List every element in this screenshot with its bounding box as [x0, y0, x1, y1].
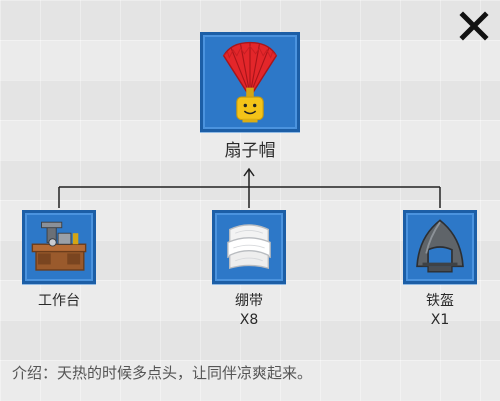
workbench-icon	[31, 221, 87, 271]
ingredient-slot-iron-helmet[interactable]	[403, 210, 477, 284]
close-icon	[459, 11, 489, 41]
iron-helmet-icon	[416, 219, 464, 273]
ingredient-slot-bandage[interactable]	[212, 210, 286, 284]
ingredient-name-workbench: 工作台	[38, 293, 80, 309]
ingredient-name-bandage: 绷带	[235, 293, 263, 309]
item-description: 介绍：天热的时候多点头，让同伴凉爽起来。	[12, 364, 313, 382]
result-name: 扇子帽	[224, 141, 276, 161]
ingredient-slot-workbench[interactable]	[22, 210, 96, 284]
fan-hat-icon	[222, 41, 278, 123]
ingredient-quantity-iron-helmet: X1	[430, 312, 450, 328]
ingredient-quantity-bandage: X8	[239, 312, 259, 328]
bandage-icon	[227, 224, 271, 270]
close-button[interactable]	[458, 10, 490, 42]
result-slot[interactable]	[200, 32, 300, 132]
ingredient-name-iron-helmet: 铁盔	[426, 293, 454, 309]
